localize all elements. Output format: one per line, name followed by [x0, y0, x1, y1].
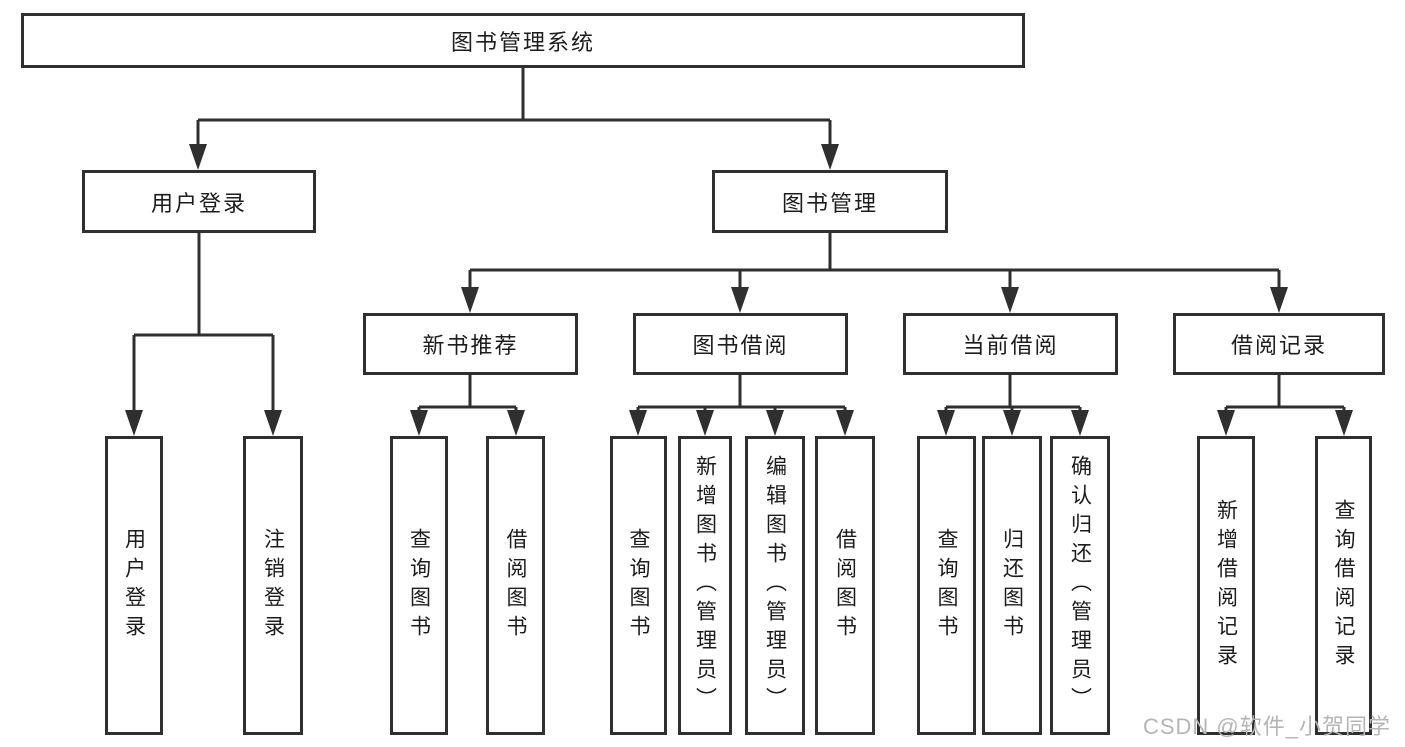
- node-label: 查询图书: [935, 527, 958, 644]
- leaf-query-books-borrowing: 查询图书: [610, 436, 667, 735]
- arrowhead-icon: [410, 410, 428, 436]
- arrowhead-icon: [696, 410, 714, 436]
- node-label: 借阅记录: [1230, 333, 1327, 358]
- node-label: 查询借阅记录: [1332, 498, 1355, 673]
- arrowhead-icon: [507, 410, 525, 436]
- arrowhead-icon: [1001, 287, 1019, 313]
- node-label: 新增图书（管理员）: [693, 455, 717, 716]
- leaf-add-books-admin: 新增图书（管理员）: [678, 436, 732, 735]
- leaf-confirm-return-admin: 确认归还（管理员）: [1050, 436, 1110, 735]
- arrowhead-icon: [1071, 410, 1089, 436]
- node-new-book-recommendation: 新书推荐: [363, 313, 578, 375]
- leaf-return-books: 归还图书: [982, 436, 1042, 735]
- arrowhead-icon: [1003, 410, 1021, 436]
- arrowhead-icon: [1335, 410, 1353, 436]
- node-user-login: 用户登录: [82, 170, 316, 233]
- arrowhead-icon: [264, 410, 282, 436]
- node-label: 编辑图书（管理员）: [763, 455, 787, 716]
- node-label: 新书推荐: [422, 333, 519, 358]
- arrowhead-icon: [731, 287, 749, 313]
- node-label: 确认归还（管理员）: [1068, 455, 1092, 716]
- arrowhead-icon: [125, 410, 143, 436]
- node-label: 图书借阅: [692, 333, 789, 358]
- leaf-query-borrow-record: 查询借阅记录: [1315, 436, 1372, 735]
- node-label: 借阅图书: [833, 527, 857, 644]
- leaf-user-login: 用户登录: [105, 436, 163, 735]
- leaf-borrow-books: 借阅图书: [815, 436, 875, 735]
- node-label: 用户登录: [122, 527, 146, 644]
- leaf-edit-books-admin: 编辑图书（管理员）: [745, 436, 805, 735]
- leaf-query-books-recommendation: 查询图书: [390, 436, 448, 735]
- arrowhead-icon: [461, 287, 479, 313]
- node-label: 用户登录: [150, 190, 247, 216]
- arrowhead-icon: [1270, 287, 1288, 313]
- arrowhead-icon: [629, 410, 647, 436]
- node-label: 查询图书: [627, 527, 650, 644]
- node-current-borrowing: 当前借阅: [903, 313, 1118, 375]
- leaf-borrow-books-recommendation: 借阅图书: [486, 436, 545, 735]
- arrowhead-icon: [189, 144, 207, 170]
- node-label: 归还图书: [1000, 527, 1024, 644]
- node-label: 图书管理: [781, 190, 878, 216]
- node-book-management: 图书管理: [712, 170, 948, 233]
- arrowhead-icon: [766, 410, 784, 436]
- node-label: 借阅图书: [504, 527, 527, 644]
- leaf-add-borrow-record: 新增借阅记录: [1197, 436, 1255, 735]
- node-label: 图书管理系统: [450, 29, 595, 55]
- arrowhead-icon: [937, 410, 955, 436]
- node-label: 当前借阅: [962, 333, 1059, 358]
- node-label: 注销登录: [261, 527, 285, 644]
- arrowhead-icon: [836, 410, 854, 436]
- leaf-query-books-current: 查询图书: [917, 436, 976, 735]
- node-label: 查询图书: [407, 527, 431, 644]
- node-borrowing-records: 借阅记录: [1173, 313, 1385, 375]
- node-library-management-system: 图书管理系统: [21, 13, 1025, 68]
- arrowhead-icon: [821, 144, 839, 170]
- arrowhead-icon: [1217, 410, 1235, 436]
- node-book-borrowing: 图书借阅: [633, 313, 848, 375]
- csdn-watermark: CSDN @软件_小贺同学: [1142, 714, 1391, 739]
- node-label: 新增借阅记录: [1214, 498, 1238, 673]
- leaf-logout: 注销登录: [243, 436, 303, 735]
